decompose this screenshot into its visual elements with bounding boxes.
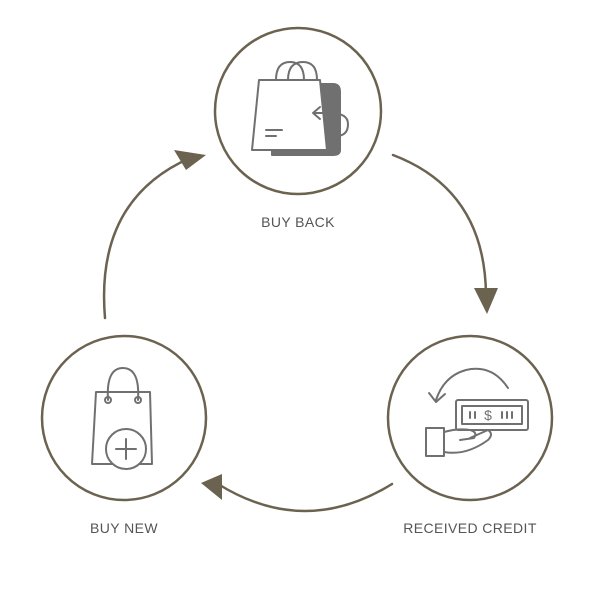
arrow-buy-back-to-received-credit [391, 153, 488, 297]
shopping-bag-return-icon [251, 61, 349, 156]
dollar-sign-icon: $ [484, 407, 492, 423]
arrow-buy-new-to-buy-back [102, 156, 192, 320]
arrowhead-down-icon [474, 288, 498, 314]
node-label-buy-back: BUY BACK [261, 214, 335, 230]
arrowhead-left-icon [201, 474, 222, 500]
cycle-arrows [102, 153, 488, 513]
node-label-received-credit: RECEIVED CREDIT [403, 520, 537, 536]
arrowhead-right-icon [174, 150, 206, 170]
hand-receiving-cash-icon: $ [425, 367, 529, 457]
shopping-bag-add-icon [91, 367, 153, 470]
node-label-buy-new: BUY NEW [90, 520, 158, 536]
arrow-received-credit-to-buy-new [216, 482, 394, 513]
arrowheads [174, 150, 498, 500]
